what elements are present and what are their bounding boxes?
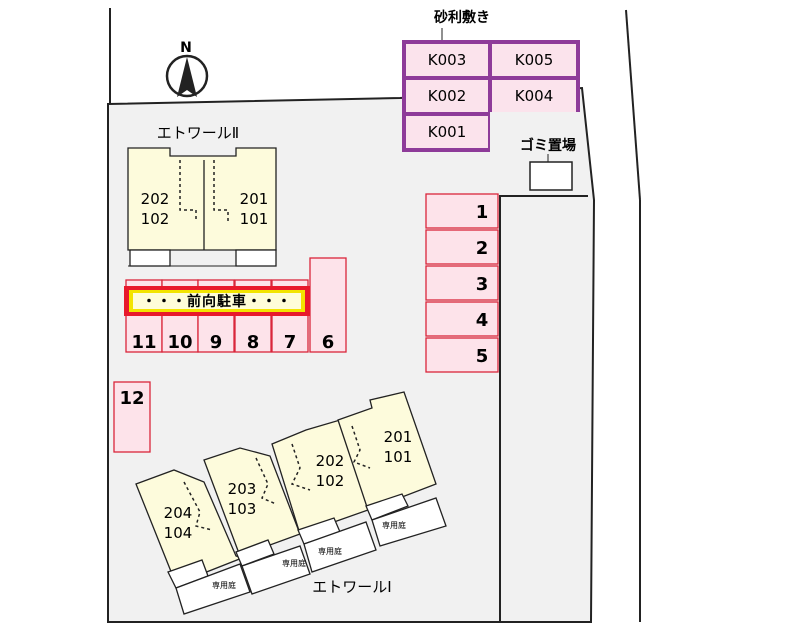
parking-stall bbox=[309, 257, 347, 353]
private-garden-label: 専用庭 bbox=[212, 580, 236, 590]
gravel-stall-label: K002 bbox=[428, 87, 466, 105]
garbage-label: ゴミ置場 bbox=[520, 137, 576, 154]
stall-number: 10 bbox=[167, 332, 192, 353]
building-1 bbox=[135, 391, 447, 615]
b2-unit-lower: 101 bbox=[240, 210, 269, 228]
stall-number: 12 bbox=[119, 388, 144, 409]
parking-stall bbox=[425, 337, 499, 373]
gravel-stall bbox=[492, 80, 576, 112]
b1-unit-upper: 202 bbox=[316, 452, 345, 470]
gravel-stall bbox=[406, 80, 488, 112]
gravel-stall bbox=[406, 44, 488, 76]
building-2 bbox=[127, 147, 277, 267]
compass-rose: N bbox=[165, 40, 209, 98]
gravel-stall bbox=[406, 116, 488, 148]
building-2-label: エトワールⅡ bbox=[157, 124, 239, 142]
stall-number: 4 bbox=[476, 310, 489, 331]
gravel-stall-label: K005 bbox=[515, 51, 553, 69]
parking-stall-12 bbox=[113, 381, 151, 453]
b1-unit-lower: 101 bbox=[384, 448, 413, 466]
stall-number: 5 bbox=[476, 346, 489, 367]
inner-strip bbox=[499, 195, 588, 622]
stall-number: 3 bbox=[476, 274, 489, 295]
road-line-east bbox=[625, 9, 641, 201]
parking-stall bbox=[425, 193, 499, 229]
stall-number: 11 bbox=[131, 332, 156, 353]
b1-unit-upper: 203 bbox=[228, 480, 257, 498]
banner-text: ・・・前向駐車・・・ bbox=[142, 293, 292, 310]
parking-column: 1 2 3 4 5 bbox=[425, 193, 499, 373]
parking-stall bbox=[425, 301, 499, 337]
stall-number: 7 bbox=[284, 332, 297, 353]
b1-unit-upper: 201 bbox=[384, 428, 413, 446]
b1-unit-lower: 102 bbox=[316, 472, 345, 490]
parking-stall bbox=[425, 229, 499, 265]
parking-stall bbox=[425, 265, 499, 301]
gravel-stall-label: K003 bbox=[428, 51, 466, 69]
gravel-stall-label: K004 bbox=[515, 87, 553, 105]
b2-unit-upper: 201 bbox=[240, 190, 269, 208]
stall-number: 1 bbox=[476, 202, 489, 223]
building-1-label: エトワールⅠ bbox=[312, 578, 391, 596]
b1-unit-lower: 104 bbox=[164, 524, 193, 542]
stall-number: 2 bbox=[476, 238, 489, 259]
b2-unit-upper: 202 bbox=[141, 190, 170, 208]
gravel-stall-label: K001 bbox=[428, 123, 466, 141]
private-garden-label: 専用庭 bbox=[318, 546, 342, 556]
garbage-station bbox=[529, 161, 573, 191]
gravel-heading: 砂利敷き bbox=[433, 9, 490, 26]
gravel-stall bbox=[492, 44, 576, 76]
banner-body bbox=[133, 293, 301, 309]
b1-unit-upper: 204 bbox=[164, 504, 193, 522]
stall-number: 6 bbox=[322, 332, 335, 353]
private-garden-label: 専用庭 bbox=[382, 520, 406, 530]
compass-label: N bbox=[180, 40, 192, 56]
private-garden-label: 専用庭 bbox=[282, 558, 306, 568]
b1-unit-lower: 103 bbox=[228, 500, 257, 518]
stall-number: 9 bbox=[210, 332, 223, 353]
stall-number: 8 bbox=[247, 332, 260, 353]
b2-unit-lower: 102 bbox=[141, 210, 170, 228]
